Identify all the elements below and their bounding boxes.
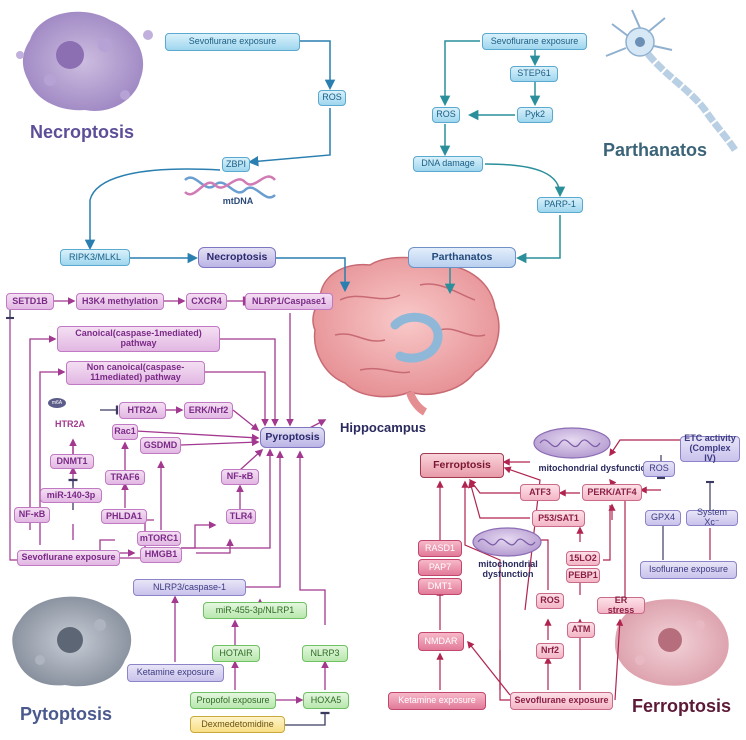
isoflurane-exposure-node: Isoflurane exposure xyxy=(640,561,737,579)
tlr4-node: TLR4 xyxy=(226,509,256,524)
p53-sat1-node: P53/SAT1 xyxy=(532,510,585,527)
perk-atf4-node: PERK/ATF4 xyxy=(582,484,642,501)
hippocampus-label: Hippocampus xyxy=(340,420,426,435)
parp1-node: PARP-1 xyxy=(537,197,583,213)
mir140-node: miR-140-3p xyxy=(40,488,102,503)
parth-sevoflurane-exposure: Sevoflurane exposure xyxy=(482,33,587,50)
nrf2-node: Nrf2 xyxy=(536,643,564,659)
cxcr4-node: CXCR4 xyxy=(186,293,227,310)
mitochondrial-dysfunction-1: mitochondrial dysfunction xyxy=(538,463,652,473)
ferro-ros-node: ROS xyxy=(536,593,564,609)
necro-ros: ROS xyxy=(318,90,346,106)
ferro-ketamine-exposure: Ketamine exposure xyxy=(388,692,486,710)
nfkb-right-node: NF-κB xyxy=(221,469,259,485)
ferroptosis-cell-illustration xyxy=(615,599,729,686)
nlrp1-caspase1-node: NLRP1/Caspase1 xyxy=(245,293,333,310)
mtorc1-node: mTORC1 xyxy=(137,531,181,546)
mir455-nlrp1-node: miR-455-3p/NLRP1 xyxy=(203,602,307,619)
zbp1-node: ZBPI xyxy=(222,157,250,172)
htr2a-gene-label: HTR2A xyxy=(54,419,85,429)
traf6-node: TRAF6 xyxy=(105,470,145,485)
ferro-ros-right: ROS xyxy=(643,461,675,477)
hotair-node: HOTAIR xyxy=(212,645,260,662)
ripk3-mlkl: RIPK3/MLKL xyxy=(60,249,130,266)
dmt1-node: DMT1 xyxy=(418,578,462,595)
ferroptosis-hub: Ferroptosis xyxy=(420,453,504,478)
necroptosis-hub: Necroptosis xyxy=(198,247,276,268)
necroptosis-title: Necroptosis xyxy=(30,122,135,142)
parth-ros: ROS xyxy=(432,107,460,123)
pyro-sevoflurane-exposure: Sevoflurane exposure xyxy=(17,550,120,566)
hmgb1-node: HMGB1 xyxy=(140,547,182,563)
h3k4-methylation-node: H3K4 methylation xyxy=(76,293,164,310)
mtdna-helix-illustration xyxy=(184,175,276,199)
pebp1-node: PEBP1 xyxy=(566,568,600,583)
m6a-marker: m6A xyxy=(48,398,66,408)
phlda1-node: PHLDA1 xyxy=(101,509,147,524)
15lo2-node: 15LO2 xyxy=(566,551,600,566)
mtdna-label: mtDNA xyxy=(222,196,254,206)
pyroptosis-cell-illustration xyxy=(12,596,132,687)
step61-node: STEP61 xyxy=(510,66,558,82)
gsdmd-node: GSDMD xyxy=(140,437,181,454)
propofol-exposure-node: Propofol exposure xyxy=(190,692,276,709)
dnmt1-node: DNMT1 xyxy=(50,454,94,469)
dna-damage-node: DNA damage xyxy=(413,156,483,172)
brain-illustration xyxy=(312,256,500,416)
rasd1-node: RASD1 xyxy=(418,540,462,557)
gpx4-node: GPX4 xyxy=(645,510,681,526)
etc-activity-node: ETC activity (Complex IV) xyxy=(680,433,740,463)
mitochondrial-dysfunction-2: mitochondrial dysfunction xyxy=(478,559,538,579)
er-stress-node: ER stress xyxy=(597,595,645,614)
pap7-node: PAP7 xyxy=(418,559,462,576)
hoxa5-node: HOXA5 xyxy=(303,692,349,709)
pyroptosis-hub: Pyroptosis xyxy=(260,427,325,448)
htr2a-node: HTR2A xyxy=(119,402,166,419)
mitochondria-1-illustration xyxy=(533,427,611,459)
necroptosis-cell-illustration xyxy=(16,11,153,111)
atf3-node: ATF3 xyxy=(520,484,560,501)
noncanonical-pathway-node: Non canoical(caspase-11mediated) pathway xyxy=(66,361,205,385)
dexmedetomidine-node: Dexmedetomidine xyxy=(190,716,285,733)
setd1b-node: SETD1B xyxy=(6,293,54,310)
nlrp3-node: NLRP3 xyxy=(302,645,348,662)
parthanatos-title: Parthanatos xyxy=(603,140,708,160)
neuron-illustration xyxy=(605,9,738,152)
atm-node: ATM xyxy=(567,622,595,638)
erk-nrf2-node: ERK/Nrf2 xyxy=(184,402,233,419)
canonical-pathway-node: Canoical(caspase-1mediated) pathway xyxy=(57,326,220,352)
mitochondria-2-illustration xyxy=(472,527,542,557)
necro-sevoflurane-exposure: Sevoflurane exposure xyxy=(165,33,300,51)
parthanatos-hub: Parthanatos xyxy=(408,247,516,268)
ketamine-exposure-pyro: Ketamine exposure xyxy=(127,664,224,682)
pyk2-node: Pyk2 xyxy=(517,107,553,123)
system-xc-node: System Xc⁻ xyxy=(686,507,738,527)
nmdar-node: NMDAR xyxy=(418,632,464,651)
nlrp3-caspase1-node: NLRP3/caspase-1 xyxy=(133,579,246,596)
rac1-node: Rac1 xyxy=(112,424,138,440)
nfkb-left-node: NF-κB xyxy=(14,507,50,523)
ferro-sevoflurane-exposure: Sevoflurane exposure xyxy=(510,692,613,710)
ferroptosis-title: Ferroptosis xyxy=(632,696,732,716)
pytoptosis-title: Pytoptosis xyxy=(20,704,113,724)
